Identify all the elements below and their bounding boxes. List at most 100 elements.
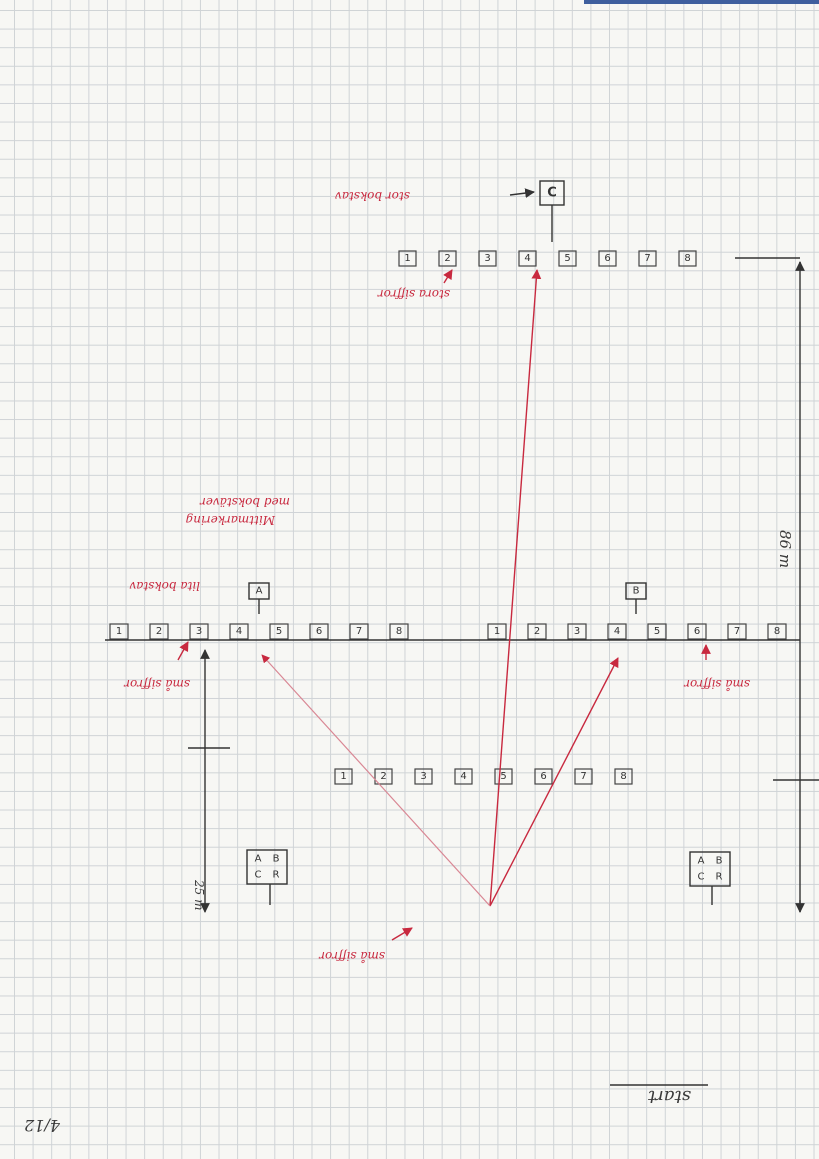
cube-number: 3 [420, 771, 426, 782]
cube-number: 3 [484, 253, 490, 264]
cube-5: 5 [270, 624, 288, 639]
cube-number: 8 [774, 626, 780, 637]
cube-5: 5 [559, 251, 576, 266]
cube-number: 4 [524, 253, 530, 264]
line-to-middle-left-4 [262, 655, 490, 906]
hoop-abcr-sign-right: A B C R [690, 852, 730, 905]
cube-3: 3 [190, 624, 208, 639]
cube-number: 6 [694, 626, 700, 637]
label-mittmarkering: Mittmarkering [185, 513, 276, 527]
cube-number: 5 [654, 626, 660, 637]
svg-text:C: C [698, 872, 705, 883]
cube-row-middle-right: 1 2 3 4 5 6 7 8 [488, 624, 786, 639]
arrow-stora-siffror [444, 270, 452, 283]
line-to-top-4 [490, 270, 537, 906]
arrow-sma-siffror-left [178, 642, 188, 660]
cube-number: 7 [356, 626, 362, 637]
cube-4: 4 [455, 769, 472, 784]
cube-5: 5 [495, 769, 512, 784]
cube-number: 2 [444, 253, 450, 264]
cube-7: 7 [350, 624, 368, 639]
label-sma-siffror-right: små siffror [683, 677, 750, 692]
cube-5: 5 [648, 624, 666, 639]
svg-text:B: B [716, 856, 723, 867]
cube-row-far: 1 2 3 4 5 6 7 8 [399, 251, 696, 266]
cube-2: 2 [150, 624, 168, 639]
svg-text:C: C [255, 870, 262, 881]
cube-number: 1 [340, 771, 346, 782]
cube-8: 8 [615, 769, 632, 784]
hoop-b-sign: B [626, 583, 646, 614]
cube-number: 7 [734, 626, 740, 637]
cube-1: 1 [399, 251, 416, 266]
arrow-to-c [510, 192, 534, 195]
cube-4: 4 [230, 624, 248, 639]
hoop-c-letter: C [547, 186, 557, 201]
label-stor-bokstav: stor bokstav [335, 189, 410, 203]
label-sma-siffror-left: små siffror [123, 677, 190, 692]
svg-text:R: R [273, 870, 280, 881]
cube-number: 7 [644, 253, 650, 264]
cube-1: 1 [335, 769, 352, 784]
cube-number: 1 [494, 626, 500, 637]
cube-4: 4 [519, 251, 536, 266]
cube-number: 6 [604, 253, 610, 264]
cube-number: 3 [574, 626, 580, 637]
cube-number: 5 [500, 771, 506, 782]
cube-number: 6 [540, 771, 546, 782]
cube-8: 8 [679, 251, 696, 266]
hoop-a-sign: A [249, 583, 269, 614]
hoop-b-letter: B [633, 586, 640, 597]
cube-3: 3 [415, 769, 432, 784]
cube-number: 4 [614, 626, 620, 637]
dimension-far [735, 258, 800, 912]
cube-number: 2 [380, 771, 386, 782]
label-start: start [647, 1086, 691, 1107]
cube-number: 6 [316, 626, 322, 637]
arrow-sma-siffror-bottom [392, 928, 412, 940]
cube-6: 6 [310, 624, 328, 639]
cube-number: 2 [534, 626, 540, 637]
cube-number: 5 [276, 626, 282, 637]
label-med-bokstaver: med bokstäver [199, 495, 290, 509]
label-sma-siffror-bottom: små siffror [318, 949, 385, 964]
cube-number: 8 [684, 253, 690, 264]
cube-3: 3 [479, 251, 496, 266]
cube-6: 6 [688, 624, 706, 639]
cube-6: 6 [599, 251, 616, 266]
cube-row-start: 1 2 3 4 5 6 7 8 [335, 769, 632, 784]
cube-number: 3 [196, 626, 202, 637]
cube-number: 8 [396, 626, 402, 637]
svg-text:R: R [716, 872, 723, 883]
cube-8: 8 [390, 624, 408, 639]
label-distance-near: 25 m [192, 879, 206, 910]
cube-1: 1 [488, 624, 506, 639]
cube-6: 6 [535, 769, 552, 784]
svg-text:B: B [273, 854, 280, 865]
cube-number: 4 [236, 626, 242, 637]
cube-7: 7 [575, 769, 592, 784]
label-stora-siffror: stora siffror [377, 287, 450, 301]
cube-1: 1 [110, 624, 128, 639]
cube-8: 8 [768, 624, 786, 639]
svg-text:A: A [698, 856, 705, 867]
svg-text:A: A [255, 854, 262, 865]
cube-number: 7 [580, 771, 586, 782]
hoop-c-sign: C [540, 181, 564, 242]
cube-number: 1 [116, 626, 122, 637]
cube-2: 2 [439, 251, 456, 266]
cube-number: 4 [460, 771, 466, 782]
hoop-abcr-sign-left: A B C R [247, 850, 287, 905]
cube-row-middle-left: 1 2 3 4 5 6 7 8 [110, 624, 408, 639]
label-liten-bokstav: lita bokstav [129, 579, 200, 593]
label-date: 4/12 [24, 1116, 61, 1135]
hoop-a-letter: A [256, 586, 263, 597]
cube-number: 2 [156, 626, 162, 637]
cube-number: 1 [404, 253, 410, 264]
cube-4: 4 [608, 624, 626, 639]
cube-7: 7 [639, 251, 656, 266]
label-distance-far: 86 m [776, 530, 794, 568]
cube-number: 8 [620, 771, 626, 782]
cube-2: 2 [528, 624, 546, 639]
